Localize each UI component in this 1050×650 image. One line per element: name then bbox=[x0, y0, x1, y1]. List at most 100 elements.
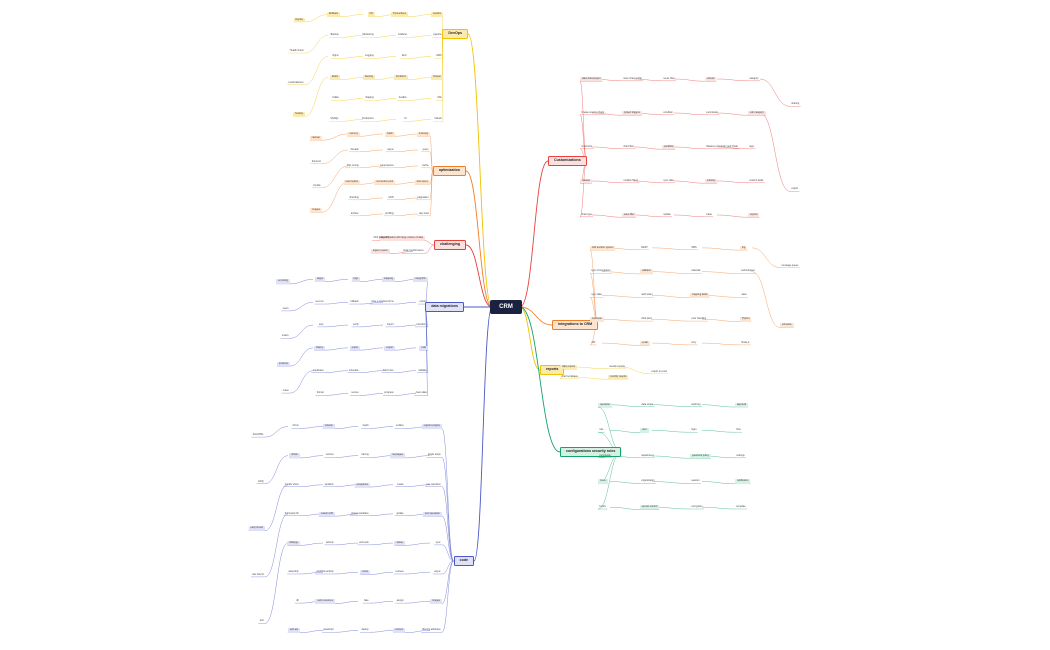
node-code-23[interactable]: deploy bbox=[361, 628, 369, 632]
node-migrations-5[interactable]: clean data bbox=[415, 391, 427, 395]
node-devops-5[interactable]: GitLab bbox=[434, 117, 442, 121]
node-customizations-18[interactable]: industry bbox=[705, 178, 718, 184]
node-config-1[interactable]: role bbox=[599, 428, 604, 432]
node-reports-2[interactable]: weekly reports bbox=[609, 364, 625, 368]
node-migrations-28[interactable]: notes bbox=[282, 389, 289, 393]
node-code-19[interactable]: shared variables bbox=[351, 511, 369, 515]
node-integrations-19[interactable]: Node.js bbox=[741, 340, 750, 344]
node-devops-10[interactable]: Ansible bbox=[398, 96, 407, 100]
node-code-4[interactable]: sync bbox=[435, 540, 441, 544]
node-migrations-21[interactable]: history bbox=[313, 345, 325, 351]
node-integrations-3[interactable]: webhook bbox=[590, 317, 604, 322]
node-code-13[interactable]: retrieve bbox=[395, 569, 404, 573]
node-migrations-19[interactable]: test run bbox=[315, 300, 324, 304]
node-migrations-25[interactable]: users bbox=[282, 306, 289, 310]
node-config-15[interactable]: approval bbox=[735, 402, 749, 407]
node-migrations-12[interactable]: logs bbox=[351, 277, 360, 282]
node-config-0[interactable]: operation bbox=[598, 402, 612, 407]
node-customizations-12[interactable]: workflow bbox=[662, 144, 676, 150]
node-customizations-20[interactable]: category bbox=[749, 76, 759, 80]
node-code-20[interactable]: unit tests bbox=[359, 540, 369, 544]
node-devops-13[interactable]: Monitoring bbox=[362, 33, 374, 37]
node-code-37[interactable]: assembly bbox=[288, 569, 299, 573]
node-challenging-3[interactable]: legacy system bbox=[370, 249, 390, 254]
node-devops-16[interactable]: Staging bbox=[365, 96, 374, 100]
node-config-10[interactable]: audit log bbox=[691, 402, 701, 406]
node-code-11[interactable]: update bbox=[396, 511, 404, 515]
node-migrations-0[interactable]: using ETL bbox=[413, 277, 428, 282]
node-code-21[interactable]: mock bbox=[360, 569, 370, 575]
node-code-27[interactable]: custom API bbox=[318, 511, 335, 517]
node-integrations-7[interactable]: auth token bbox=[641, 293, 653, 297]
node-code-8[interactable]: entities bbox=[396, 424, 404, 428]
node-devops-11[interactable]: CI bbox=[404, 117, 407, 121]
node-code-9[interactable]: messages bbox=[390, 453, 405, 458]
node-devops-25[interactable]: Health check bbox=[289, 49, 304, 53]
node-devops-27[interactable]: Scaling bbox=[293, 112, 305, 117]
node-devops-0[interactable]: Jenkins bbox=[430, 12, 443, 17]
node-migrations-18[interactable]: target bbox=[314, 277, 325, 282]
node-challenging-1[interactable]: plugin performance bbox=[403, 249, 424, 253]
node-code-25[interactable]: version bbox=[325, 453, 334, 457]
node-code-1[interactable]: plugin steps bbox=[427, 453, 441, 457]
node-optimization-4[interactable]: pagination bbox=[417, 195, 429, 199]
node-config-14[interactable]: encryption bbox=[691, 504, 703, 508]
node-customizations-19[interactable]: trade bbox=[706, 212, 712, 216]
node-config-13[interactable]: session bbox=[691, 479, 700, 483]
node-integrations-0[interactable]: with another system bbox=[590, 245, 616, 251]
node-optimization-21[interactable]: images bbox=[310, 207, 322, 213]
branch-migrations[interactable]: data migrations bbox=[425, 302, 464, 312]
node-integrations-15[interactable]: log bbox=[740, 245, 748, 251]
node-customizations-5[interactable]: store chart config bbox=[623, 76, 642, 80]
node-integrations-12[interactable]: mapping fields bbox=[690, 293, 710, 298]
node-customizations-8[interactable]: multiple filters bbox=[623, 178, 639, 182]
node-config-6[interactable]: user bbox=[640, 428, 649, 433]
node-code-6[interactable]: images bbox=[430, 599, 442, 604]
node-customizations-25[interactable]: sharing bbox=[791, 102, 800, 106]
node-devops-2[interactable]: AWS bbox=[436, 54, 442, 58]
node-devops-22[interactable]: Kafka bbox=[332, 96, 339, 100]
node-integrations-1[interactable]: type of integration bbox=[591, 269, 611, 273]
node-customizations-7[interactable]: chart filter bbox=[623, 144, 634, 148]
node-config-18[interactable]: notification bbox=[735, 479, 751, 484]
node-customizations-2[interactable]: customize bbox=[581, 144, 593, 148]
node-config-12[interactable]: password policy bbox=[690, 453, 712, 459]
node-optimization-6[interactable]: batch bbox=[385, 131, 395, 137]
node-integrations-17[interactable]: Java bbox=[741, 293, 747, 297]
node-migrations-13[interactable]: rollback bbox=[350, 300, 359, 304]
node-optimization-3[interactable]: slow query bbox=[414, 179, 430, 185]
node-optimization-15[interactable]: read replica bbox=[343, 179, 360, 185]
node-devops-9[interactable]: Terraform bbox=[393, 75, 408, 80]
node-migrations-20[interactable]: retry bbox=[318, 322, 324, 326]
node-migrations-24[interactable]: encoding bbox=[276, 279, 290, 284]
node-optimization-5[interactable]: lazy load bbox=[419, 211, 429, 215]
node-code-39[interactable]: web api bbox=[287, 628, 300, 633]
node-code-29[interactable]: workflow activity bbox=[316, 569, 334, 573]
node-code-22[interactable]: fake bbox=[364, 599, 369, 603]
branch-config[interactable]: configurations security roles bbox=[560, 447, 622, 457]
node-devops-19[interactable]: Backup bbox=[330, 33, 339, 37]
node-integrations-2[interactable]: sync data bbox=[591, 293, 602, 297]
node-code-5[interactable]: async bbox=[434, 569, 441, 573]
node-optimization-0[interactable]: indexing bbox=[417, 131, 430, 137]
node-optimization-7[interactable]: async bbox=[387, 147, 394, 151]
node-optimization-16[interactable]: sharding bbox=[349, 195, 359, 199]
node-config-16[interactable]: flow bbox=[736, 428, 741, 432]
node-reports-1[interactable]: chart templates bbox=[561, 374, 578, 378]
node-integrations-9[interactable]: email bbox=[640, 340, 650, 346]
node-integrations-21[interactable]: schedule bbox=[780, 323, 794, 328]
node-devops-4[interactable]: K8s bbox=[437, 96, 442, 100]
node-migrations-6[interactable]: mapping bbox=[381, 277, 395, 282]
node-code-33[interactable]: ribbon bbox=[289, 453, 300, 458]
node-integrations-8[interactable]: third party bbox=[641, 317, 653, 321]
node-integrations-5[interactable]: REST bbox=[641, 245, 648, 249]
node-devops-21[interactable]: Redis bbox=[329, 75, 340, 80]
node-migrations-8[interactable]: import bbox=[386, 322, 394, 326]
node-code-43[interactable]: late bound bbox=[252, 572, 264, 576]
node-devops-8[interactable]: ELK bbox=[402, 54, 407, 58]
node-devops-3[interactable]: Docker bbox=[431, 75, 443, 80]
node-config-7[interactable]: department bbox=[641, 453, 654, 457]
node-integrations-13[interactable]: error handling bbox=[691, 317, 707, 321]
node-integrations-16[interactable]: technologies bbox=[741, 269, 755, 273]
node-migrations-14[interactable]: verify bbox=[352, 322, 359, 326]
